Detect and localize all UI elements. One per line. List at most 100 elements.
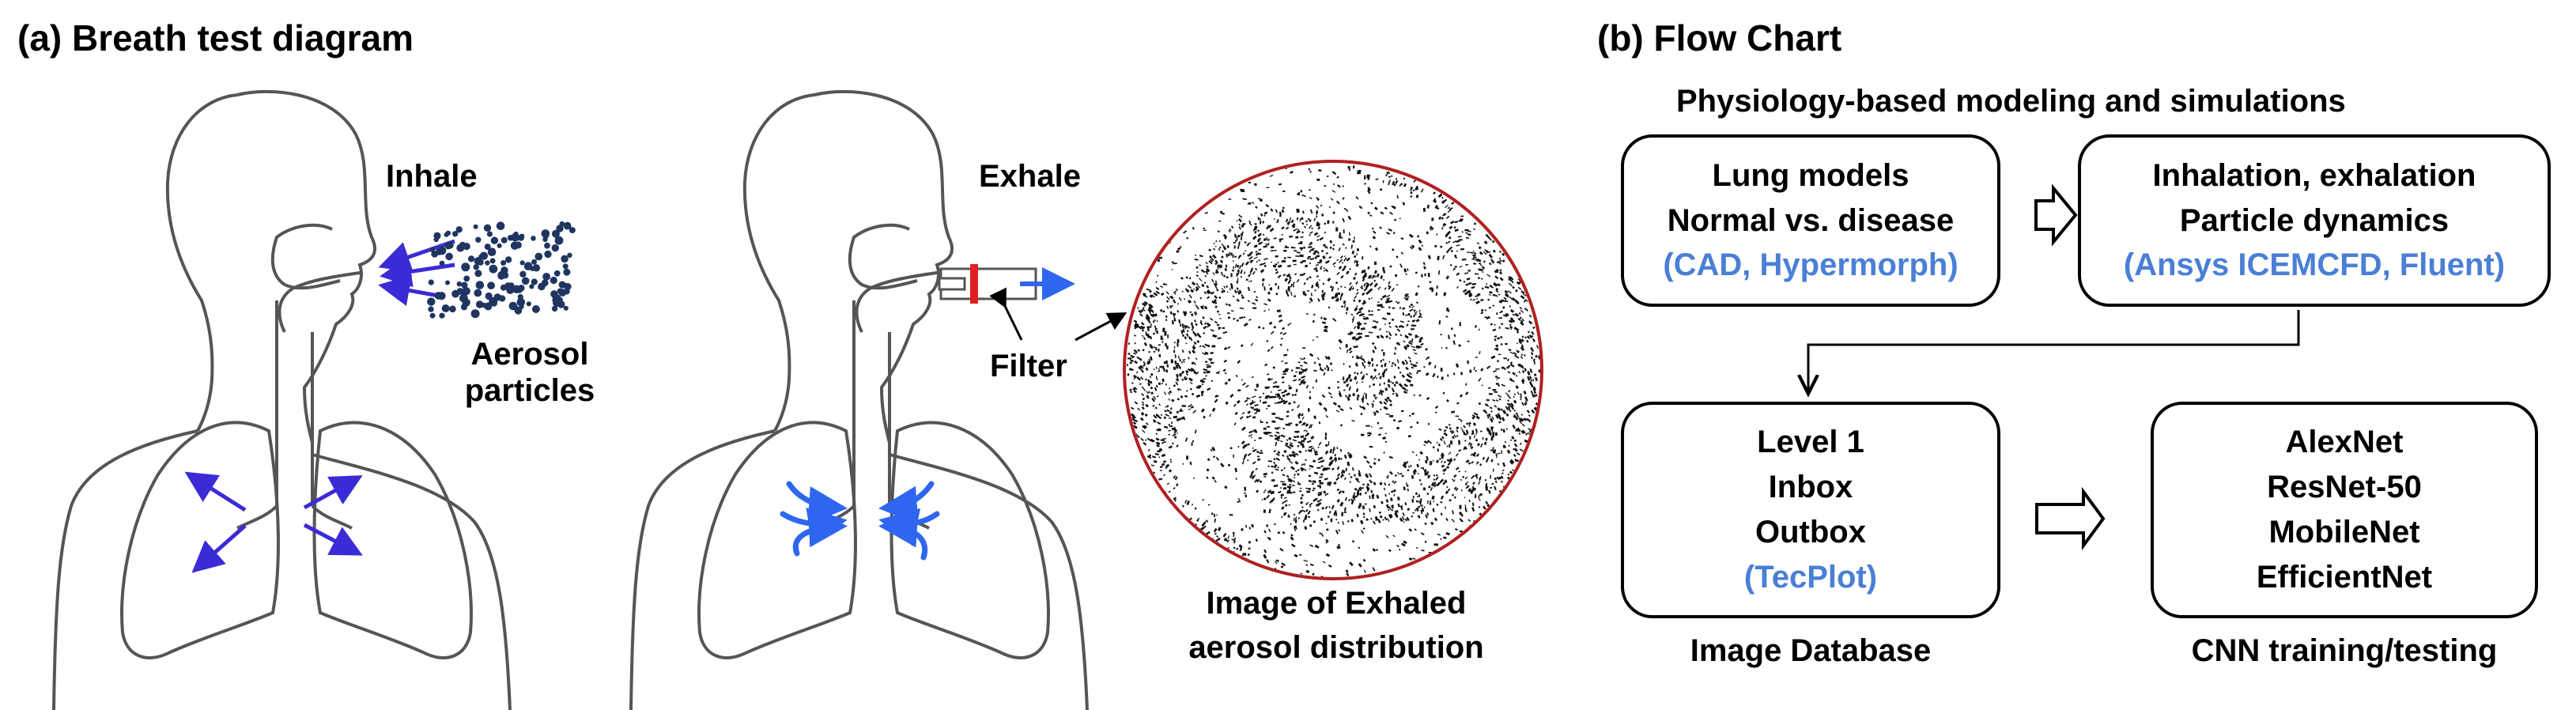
aerosol-speckle [1257, 326, 1261, 329]
aerosol-speckle [1163, 474, 1165, 477]
aerosol-particle [519, 260, 525, 266]
aerosol-speckle [1421, 508, 1425, 512]
aerosol-speckle [1338, 266, 1343, 270]
aerosol-speckle [1277, 451, 1280, 454]
aerosol-speckle [1375, 377, 1378, 380]
aerosol-speckle [1328, 511, 1331, 514]
aerosol-speckle [1257, 198, 1263, 201]
aerosol-speckle [1165, 464, 1169, 466]
aerosol-speckle [1405, 273, 1407, 275]
aerosol-particle [437, 246, 447, 255]
aerosol-speckle [1260, 421, 1263, 423]
aerosol-speckle [1488, 489, 1491, 494]
aerosol-speckle [1365, 473, 1369, 478]
aerosol-speckle [1205, 531, 1211, 535]
aerosol-speckle [1444, 479, 1448, 483]
aerosol-speckle [1427, 474, 1431, 479]
aerosol-speckle [1303, 429, 1306, 432]
aerosol-speckle [1293, 401, 1296, 404]
aerosol-speckle [1263, 491, 1266, 493]
aerosol-speckle [1279, 239, 1281, 240]
aerosol-speckle [1492, 249, 1496, 253]
aerosol-speckle [1267, 431, 1272, 434]
aerosol-speckle [1131, 414, 1134, 416]
aerosol-speckle [1217, 527, 1222, 531]
aerosol-speckle [1229, 228, 1232, 232]
aerosol-speckle [1203, 415, 1206, 419]
aerosol-speckle [1145, 295, 1148, 298]
aerosol-speckle [1516, 356, 1520, 359]
aerosol-speckle [1288, 235, 1293, 238]
aerosol-speckle [1518, 432, 1521, 436]
aerosol-speckle [1192, 346, 1196, 350]
aerosol-speckle [1358, 169, 1362, 175]
aerosol-speckle [1173, 346, 1176, 349]
aerosol-speckle [1297, 361, 1301, 364]
aerosol-speckle [1313, 520, 1316, 523]
aerosol-speckle [1238, 290, 1242, 294]
aerosol-speckle [1425, 459, 1428, 464]
aerosol-speckle [1391, 288, 1395, 292]
aerosol-speckle [1267, 405, 1271, 407]
aerosol-speckle [1420, 498, 1422, 502]
aerosol-speckle [1248, 434, 1253, 437]
aerosol-speckle [1297, 469, 1300, 472]
aerosol-speckle [1224, 532, 1227, 536]
aerosol-speckle [1412, 364, 1417, 368]
aerosol-speckle [1308, 168, 1310, 171]
aerosol-speckle [1184, 377, 1187, 381]
aerosol-speckle [1306, 432, 1310, 436]
aerosol-speckle [1384, 206, 1388, 210]
aerosol-speckle [1298, 382, 1303, 386]
aerosol-speckle [1252, 406, 1255, 410]
aerosol-speckle [1162, 283, 1165, 285]
aerosol-speckle [1478, 268, 1482, 271]
aerosol-speckle [1250, 224, 1252, 226]
aerosol-speckle [1501, 366, 1505, 369]
aerosol-speckle [1398, 420, 1402, 423]
aerosol-speckle [1358, 405, 1362, 409]
aerosol-speckle [1342, 521, 1344, 525]
aerosol-speckle [1524, 368, 1528, 372]
aerosol-speckle [1217, 337, 1222, 340]
aerosol-speckle [1165, 463, 1170, 468]
aerosol-speckle [1486, 504, 1490, 508]
aerosol-speckle [1294, 431, 1298, 433]
aerosol-speckle [1342, 217, 1345, 223]
aerosol-speckle [1369, 174, 1371, 177]
aerosol-speckle [1362, 381, 1364, 383]
aerosol-speckle [1486, 428, 1490, 432]
aerosol-speckle [1499, 269, 1502, 272]
aerosol-speckle [1275, 262, 1278, 266]
aerosol-speckle [1371, 363, 1374, 368]
aerosol-speckle [1239, 307, 1245, 310]
aerosol-speckle [1142, 397, 1146, 401]
aerosol-particle [567, 252, 572, 258]
aerosol-speckle [1274, 437, 1279, 441]
aerosol-speckle [1475, 357, 1478, 358]
aerosol-speckle [1252, 429, 1257, 432]
aerosol-speckle [1277, 262, 1279, 264]
aerosol-speckle [1391, 364, 1393, 367]
aerosol-speckle [1389, 403, 1392, 407]
aerosol-speckle [1237, 500, 1240, 504]
aerosol-speckle [1211, 476, 1215, 480]
aerosol-speckle [1291, 451, 1295, 455]
aerosol-speckle [1532, 394, 1535, 398]
aerosol-speckle [1305, 223, 1309, 226]
aerosol-speckle [1474, 473, 1479, 478]
aerosol-particle [463, 243, 470, 251]
aerosol-speckle [1324, 432, 1328, 436]
aerosol-speckle [1155, 366, 1158, 369]
aerosol-speckle [1511, 297, 1516, 302]
aerosol-speckle [1441, 460, 1443, 463]
aerosol-speckle [1280, 487, 1282, 489]
aerosol-speckle [1293, 453, 1297, 456]
aerosol-speckle [1208, 260, 1213, 265]
aerosol-speckle [1149, 356, 1153, 361]
aerosol-particle [475, 236, 482, 243]
aerosol-speckle [1501, 259, 1505, 263]
aerosol-speckle [1236, 281, 1239, 284]
aerosol-speckle [1415, 336, 1418, 338]
aerosol-speckle [1225, 538, 1228, 542]
